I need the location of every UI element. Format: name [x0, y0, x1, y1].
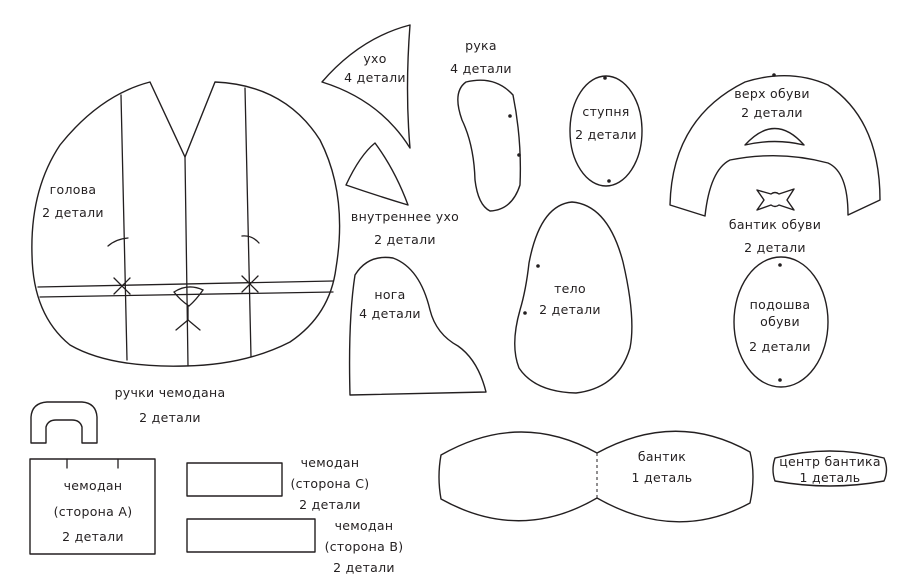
leg-label: нога 4 детали	[359, 287, 421, 321]
case-b-label: чемодан (сторона В) 2 детали	[324, 518, 404, 575]
inner-ear-label: внутреннее ухо 2 детали	[350, 209, 460, 247]
shoe-bow-piece	[756, 188, 795, 211]
ear-label: ухо 4 детали	[344, 51, 406, 85]
shoe-bow-label: бантик обуви 2 детали	[728, 217, 822, 255]
foot-label: ступня 2 детали	[575, 104, 637, 142]
arm-piece	[457, 79, 522, 212]
body-label: тело 2 детали	[539, 281, 601, 317]
ear-piece	[321, 24, 411, 149]
bow-label: бантик 1 деталь	[631, 449, 693, 485]
case-c-label: чемодан (сторона С) 2 детали	[290, 455, 370, 512]
case-side-c-piece	[186, 462, 283, 497]
inner-ear-piece	[345, 142, 409, 206]
head-piece	[31, 81, 341, 367]
head-label: голова 2 детали	[42, 182, 104, 220]
bow-center-piece	[772, 450, 888, 487]
case-side-a-piece	[29, 458, 156, 555]
leg-piece	[348, 256, 487, 396]
bow-piece	[438, 430, 754, 523]
case-a-label: чемодан (сторона А) 2 детали	[53, 478, 133, 544]
bow-center-label: центр бантика 1 деталь	[779, 454, 881, 485]
body-piece	[514, 201, 633, 394]
case-side-b-piece	[186, 518, 316, 553]
arm-label: рука 4 детали	[450, 38, 512, 76]
shoe-top-label: верх обуви 2 детали	[734, 86, 810, 120]
sole-label: подошва обуви 2 детали	[749, 297, 811, 354]
shoe-top-piece	[669, 75, 881, 217]
case-handle-piece	[30, 401, 98, 444]
foot-piece	[569, 75, 643, 187]
shoe-top-notch	[744, 128, 805, 146]
case-handles-label: ручки чемодана 2 детали	[114, 385, 226, 425]
sole-piece	[733, 256, 829, 388]
